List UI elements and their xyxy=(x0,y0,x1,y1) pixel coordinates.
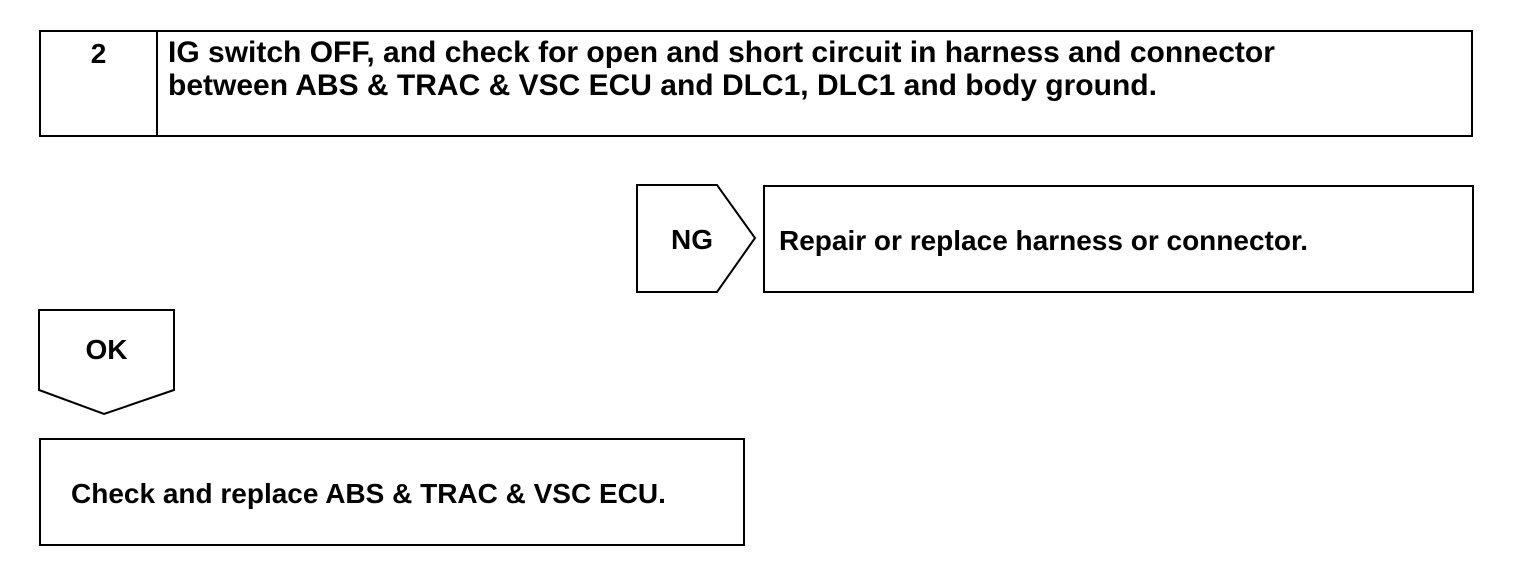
step-instruction: IG switch OFF, and check for open and sh… xyxy=(168,36,1275,102)
ng-action-box: Repair or replace harness or connector. xyxy=(763,185,1474,293)
step-number: 2 xyxy=(90,38,107,69)
step-box: 2 IG switch OFF, and check for open and … xyxy=(39,30,1473,137)
ok-arrow xyxy=(38,309,175,416)
step-number-cell: 2 xyxy=(41,32,158,135)
ng-action-text: Repair or replace harness or connector. xyxy=(779,225,1309,256)
ok-action-text: Check and replace ABS & TRAC & VSC ECU. xyxy=(71,478,666,509)
ok-action-box: Check and replace ABS & TRAC & VSC ECU. xyxy=(39,438,745,546)
ng-label: NG xyxy=(671,224,713,255)
ok-label: OK xyxy=(85,334,128,365)
